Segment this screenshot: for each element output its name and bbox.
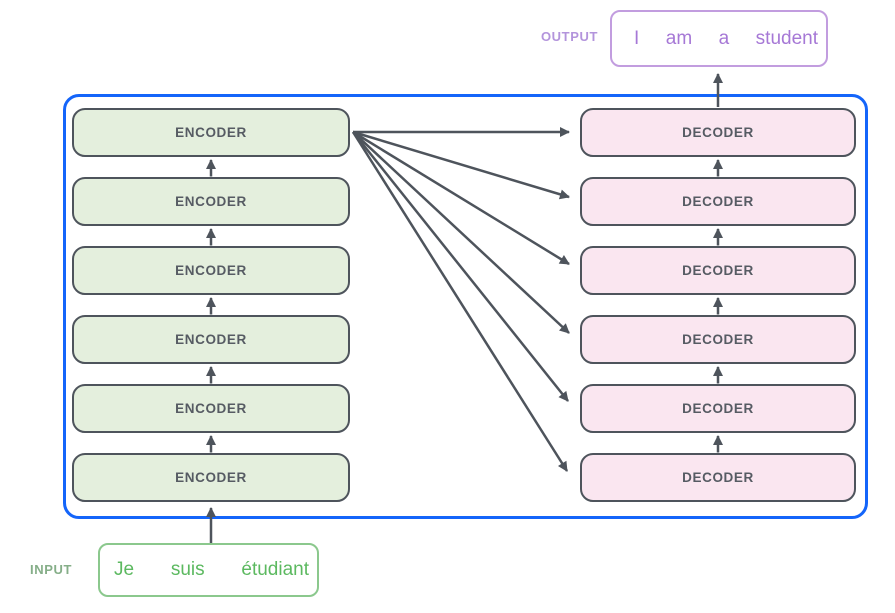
input-word: étudiant (241, 559, 309, 580)
decoder-box-6: DECODER (580, 108, 856, 157)
decoder-box-4: DECODER (580, 246, 856, 295)
output-label: OUTPUT (540, 29, 598, 44)
output-word: am (665, 27, 693, 49)
encoder-box-6: ENCODER (72, 108, 350, 157)
output-word: student (755, 27, 818, 49)
decoder-box-1: DECODER (580, 453, 856, 502)
output-word: I (634, 27, 640, 49)
encoder-box-2: ENCODER (72, 384, 350, 433)
input-label: INPUT (30, 562, 72, 577)
input-sentence-box: Je suis étudiant (98, 543, 319, 597)
input-word: suis (170, 559, 205, 580)
decoder-box-2: DECODER (580, 384, 856, 433)
output-sentence-box: I am a student (610, 10, 828, 67)
input-word: Je (114, 559, 135, 580)
output-word: a (718, 27, 730, 49)
decoder-box-3: DECODER (580, 315, 856, 364)
encoder-box-1: ENCODER (72, 453, 350, 502)
decoder-box-5: DECODER (580, 177, 856, 226)
encoder-box-3: ENCODER (72, 315, 350, 364)
encoder-box-5: ENCODER (72, 177, 350, 226)
encoder-box-4: ENCODER (72, 246, 350, 295)
